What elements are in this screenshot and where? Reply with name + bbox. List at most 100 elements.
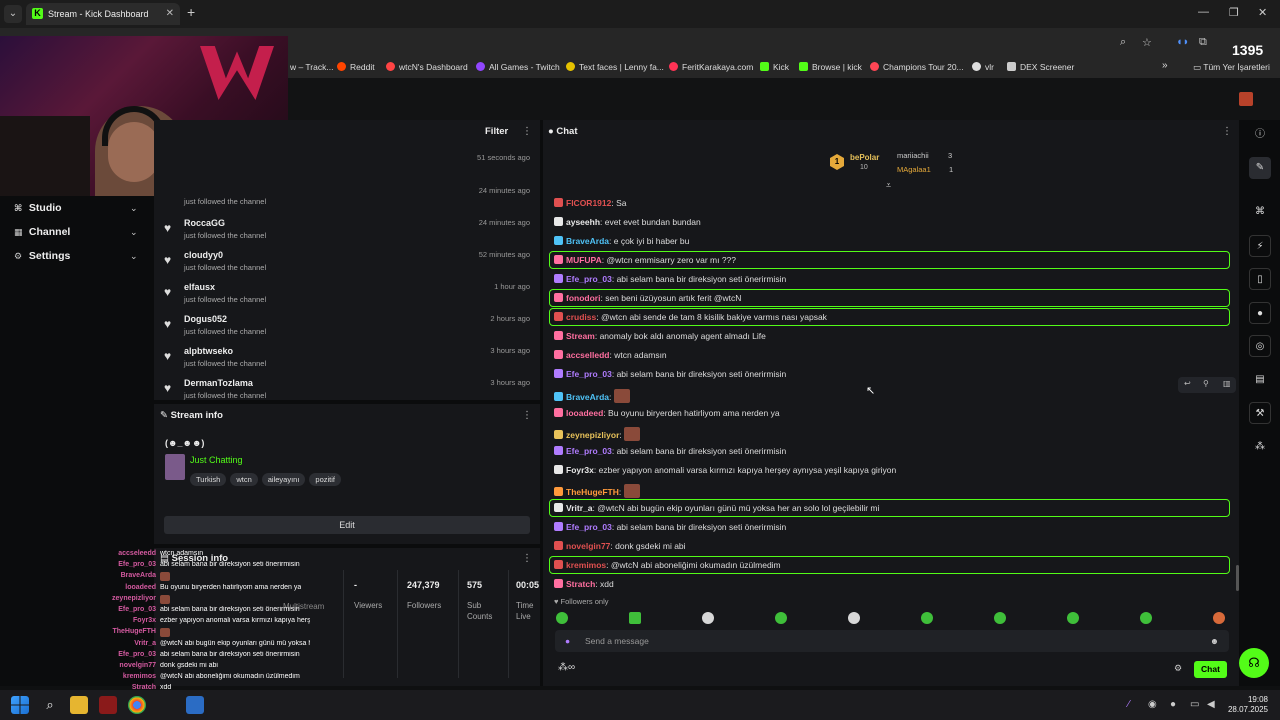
chat-username[interactable]: Efe_pro_03	[566, 522, 612, 532]
network-icon[interactable]: ▭	[1190, 699, 1200, 710]
restore-icon[interactable]: ❐	[1229, 7, 1239, 19]
share-icon[interactable]: ⁂	[1255, 441, 1265, 452]
chevron-down-icon[interactable]: ⌄	[130, 227, 138, 237]
filter-button[interactable]: Filter	[485, 126, 509, 137]
chat-message[interactable]: Efe_pro_03: abi selam bana bir direksiyo…	[554, 446, 786, 456]
send-chat-button[interactable]: Chat	[1194, 661, 1227, 678]
emote-icon[interactable]	[1140, 612, 1152, 624]
kebab-menu-icon[interactable]: ⋮	[522, 126, 532, 137]
support-headset-icon[interactable]: ☊	[1239, 648, 1269, 678]
chat-message[interactable]: Stream: anomaly bok aldı anomaly agent a…	[554, 331, 766, 341]
chat-message[interactable]: ayseehh: evet evet bundan bundan	[554, 217, 701, 227]
chat-username[interactable]: BraveArda	[566, 236, 609, 246]
minimize-icon[interactable]: —	[1198, 6, 1209, 18]
bookmark-item[interactable]: All Games - Twitch	[476, 62, 560, 72]
close-window-icon[interactable]: ✕	[1258, 7, 1268, 19]
bookmark-item[interactable]: Reddit	[337, 62, 375, 72]
app-icon[interactable]	[186, 696, 204, 714]
chat-message[interactable]: BraveArda:	[554, 389, 630, 403]
layout-icon[interactable]: ▤	[1255, 374, 1265, 385]
tab-search-dropdown[interactable]: ⌄	[4, 5, 22, 23]
nav-studio[interactable]: ⌘ Studio	[14, 202, 62, 214]
chat-username[interactable]: novelgin77	[566, 541, 611, 551]
bookmark-item[interactable]: w – Track...	[290, 62, 333, 72]
extensions-puzzle-icon[interactable]: ⧉	[1199, 36, 1207, 48]
bookmark-star-icon[interactable]: ☆	[1142, 37, 1152, 49]
emote-icon[interactable]	[556, 612, 568, 624]
chat-message[interactable]: zeynepizliyor:	[554, 427, 641, 441]
chat-username[interactable]: kremimos	[566, 560, 607, 570]
chat-input[interactable]: ● Send a message ☻	[555, 630, 1229, 652]
chat-message[interactable]: BraveArda: e çok iyi bi haber bu	[554, 236, 689, 246]
leaderboard-third-name[interactable]: MAgalaa1	[897, 165, 931, 174]
chat-username[interactable]: MUFUPA	[566, 255, 602, 265]
chat-username[interactable]: Foyr3x	[566, 465, 594, 475]
chat-username[interactable]: looadeed	[566, 408, 604, 418]
all-bookmarks[interactable]: ▭ Tüm Yer İşaretleri	[1193, 62, 1270, 73]
feed-name[interactable]: cloudyy0	[184, 250, 224, 260]
chat-username[interactable]: ayseehh	[566, 217, 601, 227]
info-icon[interactable]: ⓘ	[1255, 129, 1265, 140]
chat-message[interactable]: Stratch: xdd	[554, 579, 614, 589]
chat-username[interactable]: BraveArda	[566, 392, 609, 402]
zoom-icon[interactable]: ⌕	[1120, 36, 1127, 48]
chat-message[interactable]: crudiss: @wtcn abi sende de tam 8 kisili…	[554, 312, 827, 322]
chat-username[interactable]: Efe_pro_03	[566, 446, 612, 456]
bookmark-item[interactable]: DEX Screener	[1007, 62, 1074, 72]
emote-icon[interactable]	[1213, 612, 1225, 624]
chat-message[interactable]: novelgin77: donk gsdeki mi abi	[554, 541, 686, 551]
chat-username[interactable]: Efe_pro_03	[566, 274, 612, 284]
user-avatar[interactable]	[1239, 92, 1253, 106]
edit-button[interactable]: Edit	[164, 516, 530, 534]
feed-name[interactable]: DermanTozlama	[184, 378, 253, 388]
emote-icon[interactable]	[702, 612, 714, 624]
feed-name[interactable]: alpbtwseko	[184, 346, 234, 356]
chat-username[interactable]: Stream	[566, 331, 595, 341]
trash-icon[interactable]: ▥	[1223, 379, 1231, 388]
chat-username[interactable]: zeynepizliyor	[566, 430, 620, 440]
lightning-icon[interactable]: ⚡	[1249, 235, 1271, 257]
broadcast-icon[interactable]: ◎	[1249, 335, 1271, 357]
bookmark-item[interactable]: Kick	[760, 62, 789, 72]
tab-close-icon[interactable]: ✕	[165, 8, 174, 19]
feed-name[interactable]: Dogus052	[184, 314, 228, 324]
chat-icon[interactable]: ●	[1249, 302, 1271, 324]
volume-icon[interactable]: ◀	[1207, 699, 1215, 710]
windows-start-icon[interactable]	[11, 696, 29, 714]
emote-icon[interactable]	[629, 612, 641, 624]
microphone-icon[interactable]: ●	[565, 636, 571, 646]
chat-message[interactable]: Efe_pro_03: abi selam bana bir direksiyo…	[554, 274, 786, 284]
bookmark-item[interactable]: Champions Tour 20...	[870, 62, 964, 72]
bookmark-item[interactable]: wtcN's Dashboard	[386, 62, 468, 72]
reply-icon[interactable]: ↩	[1184, 379, 1191, 388]
microphone-icon[interactable]: ●	[1170, 699, 1177, 710]
chat-scrollbar[interactable]	[1236, 565, 1239, 591]
chat-message[interactable]: FICOR1912: Sa	[554, 198, 627, 208]
channel-points-icon[interactable]: ⁂∞	[558, 662, 576, 673]
bookmark-item[interactable]: FeritKarakaya.com	[669, 62, 753, 72]
chrome-icon[interactable]	[128, 696, 146, 714]
feed-name[interactable]: elfausx	[184, 282, 216, 292]
chat-username[interactable]: fonodori	[566, 293, 601, 303]
chat-message[interactable]: fonodori: sen beni üzüyosun artık ferit …	[554, 293, 741, 303]
gear-icon[interactable]: ⚙	[1174, 663, 1183, 673]
chat-message[interactable]: looadeed: Bu oyunu biryerden hatirliyom …	[554, 408, 780, 418]
expand-leaderboard-icon[interactable]: ⩡	[886, 180, 892, 190]
chat-username[interactable]: TheHugeFTH	[566, 487, 619, 497]
chat-message[interactable]: Vritr_a: @wtcN abi bugün ekip oyunları g…	[554, 503, 879, 513]
chat-message[interactable]: kremimos: @wtcN abi aboneliğimi okumadın…	[554, 560, 781, 570]
kebab-menu-icon[interactable]: ⋮	[522, 410, 532, 421]
leaderboard-first-name[interactable]: bePolar	[850, 153, 880, 162]
chat-username[interactable]: Efe_pro_03	[566, 369, 612, 379]
pin-icon[interactable]: ⚲	[1203, 379, 1209, 388]
emote-icon[interactable]	[775, 612, 787, 624]
studio-icon[interactable]: ⌘	[1255, 206, 1265, 217]
new-tab-button[interactable]: +	[187, 4, 196, 20]
more-bookmarks-icon[interactable]: »	[1162, 60, 1168, 71]
bookmark-item[interactable]: vlr	[972, 62, 994, 72]
steam-icon[interactable]: ◉	[1148, 699, 1157, 710]
chat-message[interactable]: Efe_pro_03: abi selam bana bir direksiyo…	[554, 369, 786, 379]
wrench-icon[interactable]: ⚒	[1249, 402, 1271, 424]
emoji-picker-icon[interactable]: ☻	[1210, 636, 1219, 646]
system-clock[interactable]: 19:08 28.07.2025	[1228, 695, 1268, 715]
